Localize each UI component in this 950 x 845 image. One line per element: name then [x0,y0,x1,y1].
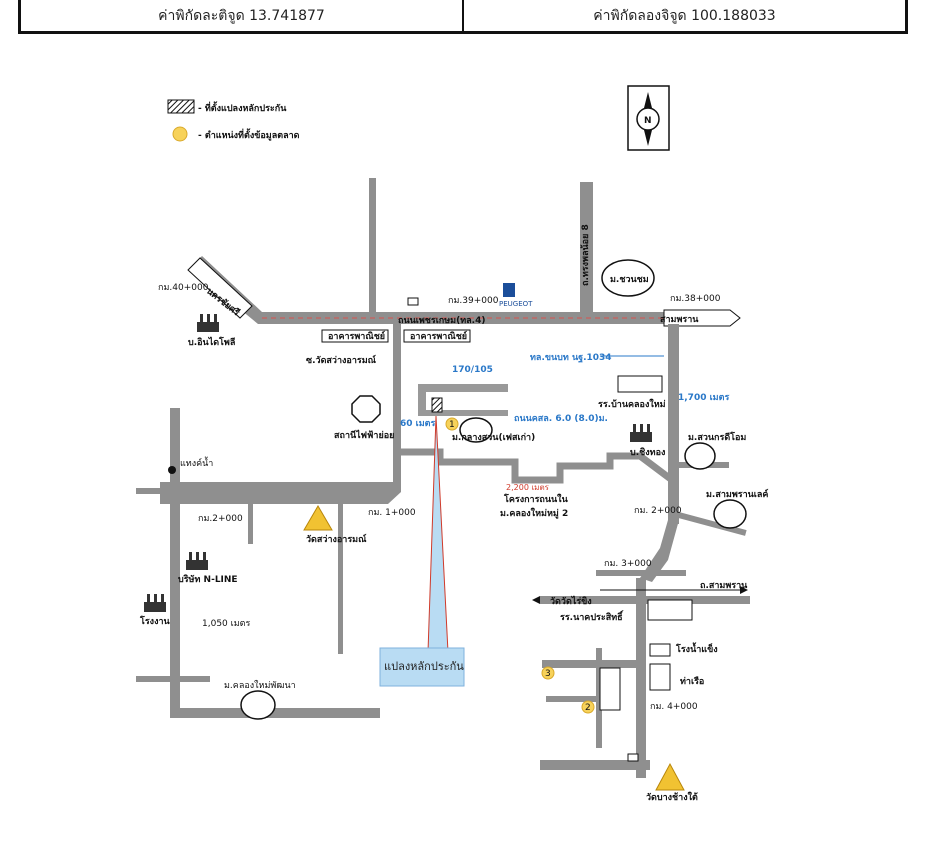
sam-phran-arrow-label: สามพราน [660,315,699,325]
east-arrow [663,309,741,327]
substation-icon [351,395,381,423]
sam-phran-lake-circle [713,499,747,529]
pier-icon [649,663,671,691]
latitude-value: ค่าพิกัดละติจูด 13.741877 [158,7,325,24]
temple-icon [303,505,333,531]
west-arrow [187,257,253,319]
legend-marker-swatch [172,126,188,142]
factory-icon-3 [144,594,166,612]
km40-label: กม.40+000 [158,283,209,293]
legend-hatch-swatch [167,99,195,114]
dist-1700-label: 1,700 เมตร [678,393,729,403]
wat-road-label: วัดวัดไร่ขิง [550,595,592,607]
peugeot-logo [503,283,515,297]
project-2-label: ม.คลองใหม่หมู่ 2 [500,507,568,519]
dist-170-label: 170/105 [452,365,493,375]
commercial-1-label: อาคารพาณิชย์ [328,330,385,342]
km2-right-label: กม. 2+000 [634,506,682,516]
n-line-label: บริษัท N-LINE [178,574,238,585]
market-marker-1-label: 1 [449,420,455,430]
local-road-label: ทล.ขนบท นฐ.1034 [530,353,612,363]
school-1-label: รร.บ้านคลองใหม่ [598,398,666,410]
pier-label: ท่าเรือ [680,675,704,687]
factory-label: โรงงาน [139,615,171,627]
mail-icon-2 [627,753,639,762]
soi-road-label: ถนนคสล. 6.0 (8.0)ม. [514,414,608,424]
legend: - ที่ตั้งแปลงหลักประกัน - ตำแหน่งที่ตั้ง… [167,99,300,142]
school-2-icon [647,599,693,621]
chuanchom-label: ม.ชวนชม [610,275,649,285]
market-marker-2 [581,700,595,714]
commercial-2-label: อาคารพาณิชย์ [410,330,467,342]
callout-box [379,647,465,687]
chuanchom-circle [601,259,655,297]
temple-icon-2 [655,762,685,791]
market-marker-2-label: 2 [585,703,591,713]
sam-phran-road-label: ถ.สามพราน [700,581,748,591]
suan-kaew-label: ม.สวนกรดีโอม [688,431,746,443]
factory-icon-2 [186,552,208,570]
km4-label: กม. 4+000 [650,702,698,712]
legend-market-label: - ตำแหน่งที่ตั้งข้อมูลตลาด [198,128,300,141]
compass-icon: N [627,85,670,151]
school-1-icon [617,375,663,393]
klang-suan-circle [459,417,493,443]
main-road-label: ถนนเพชรเกษม(ทล.4) [398,316,485,326]
dist-1050-label: 1,050 เมตร [202,619,250,629]
km-markers: กม.40+000 กม.39+000 กม.38+000 กม.2+000 ก… [158,283,721,712]
peugeot-label: PEUGEOT [499,300,533,308]
market-marker-3-label: 3 [545,669,551,679]
khlong-mai-label: ม.คลองใหม่พัฒนา [224,680,296,691]
dist-60-label: 60 เมตร [400,419,436,429]
km1-label: กม. 1+000 [368,508,416,518]
wat-bang-chang-label: วัดบางช้างใต้ [646,791,698,803]
mail-icon [407,297,419,306]
project-label: โครงการถนนใน [503,493,569,505]
khlong-mai-circle [240,690,276,720]
km39-label: กม.39+000 [448,296,499,306]
soi-wat-label: ซ.วัดสว่างอารมณ์ [306,354,377,366]
road-network [136,178,750,778]
km38-label: กม.38+000 [670,294,721,304]
water-tank-icon [168,466,176,474]
commercial-box-1 [321,329,389,343]
legend-plot-label: - ที่ตั้งแปลงหลักประกัน [198,101,287,114]
substation-label: สถานีไฟฟ้าย่อย [334,429,394,441]
compass-letter: N [644,116,652,126]
callout-label: แปลงหลักประกัน [384,660,464,673]
factory-icon-4 [630,424,652,442]
highway-4 [190,256,730,324]
water-tank-label: แทงค์น้ำ [180,456,213,469]
suan-kaew-circle [684,442,716,470]
plot-hatch [431,397,443,413]
wat-sawang-label: วัดสว่างอารมณ์ [306,533,367,545]
ice-factory-icon [649,643,671,657]
ice-factory-label: โรงน้ำแข็ง [675,642,718,655]
market-marker-1 [445,417,459,431]
building-block [599,667,621,711]
chingthong-label: บ.ชิงทอง [630,447,665,458]
sam-phran-lake-label: ม.สามพรานเลค์ [706,488,768,500]
km2-left-label: กม.2+000 [198,514,243,524]
klang-suan-label: ม.กลางสวน(เฟสเก่า) [452,432,535,443]
school-2-label: รร.นาคประสิทธิ์ [560,610,624,623]
inthai-poly-label: บ.อินไดโพลี [188,336,235,348]
longitude-value: ค่าพิกัดลองจิจูด 100.188033 [462,0,905,31]
factory-icon [197,314,219,332]
north-road-label: ถ.ทรงพลน้อย 8 [580,224,591,286]
commercial-box-2 [403,329,471,343]
coordinate-bar: ค่าพิกัดละติจูด 13.741877 ค่าพิกัดลองจิจ… [18,0,908,34]
km3-label: กม. 3+000 [604,559,652,569]
market-marker-3 [541,666,555,680]
dist-2200-label: 2,200 เมตร [506,483,550,492]
